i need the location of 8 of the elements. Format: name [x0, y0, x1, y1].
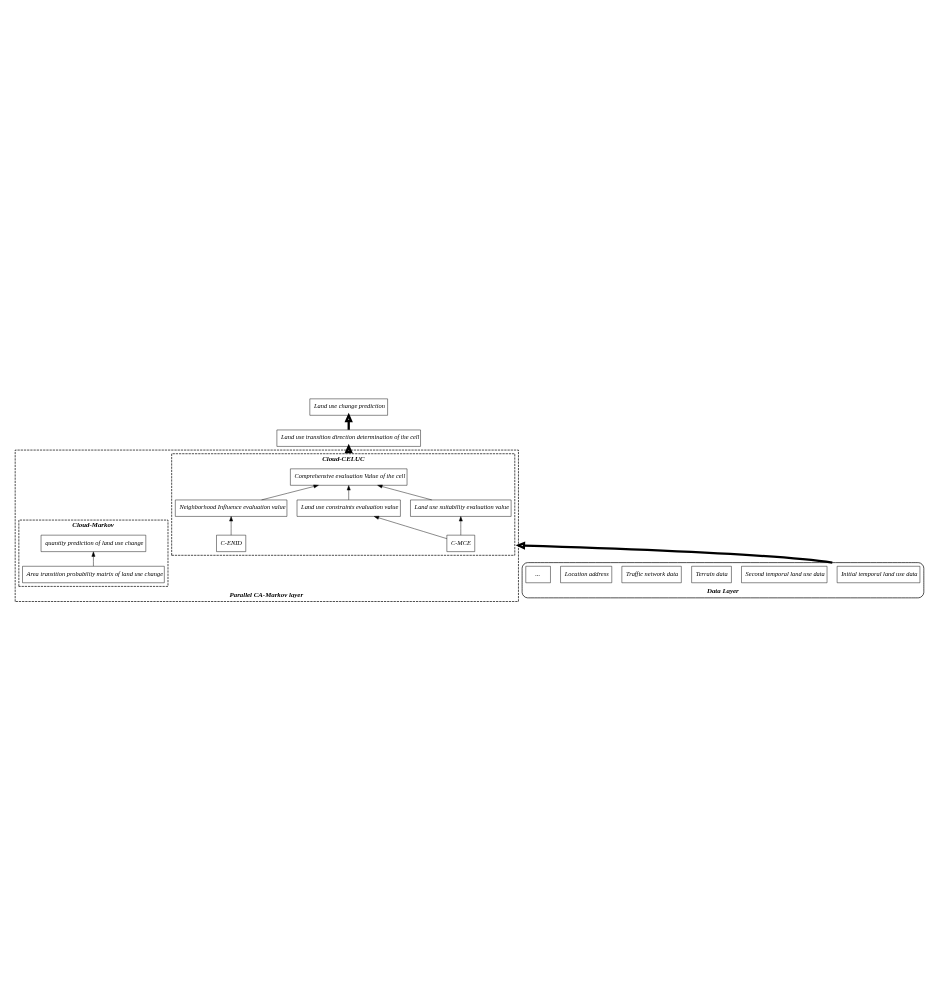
arrow — [373, 515, 448, 539]
arrow — [346, 484, 351, 500]
arrow — [515, 540, 833, 564]
arrow — [229, 515, 233, 535]
arrow — [458, 515, 463, 535]
arrow — [261, 484, 319, 500]
arrow — [91, 551, 96, 566]
arrow — [377, 484, 433, 500]
